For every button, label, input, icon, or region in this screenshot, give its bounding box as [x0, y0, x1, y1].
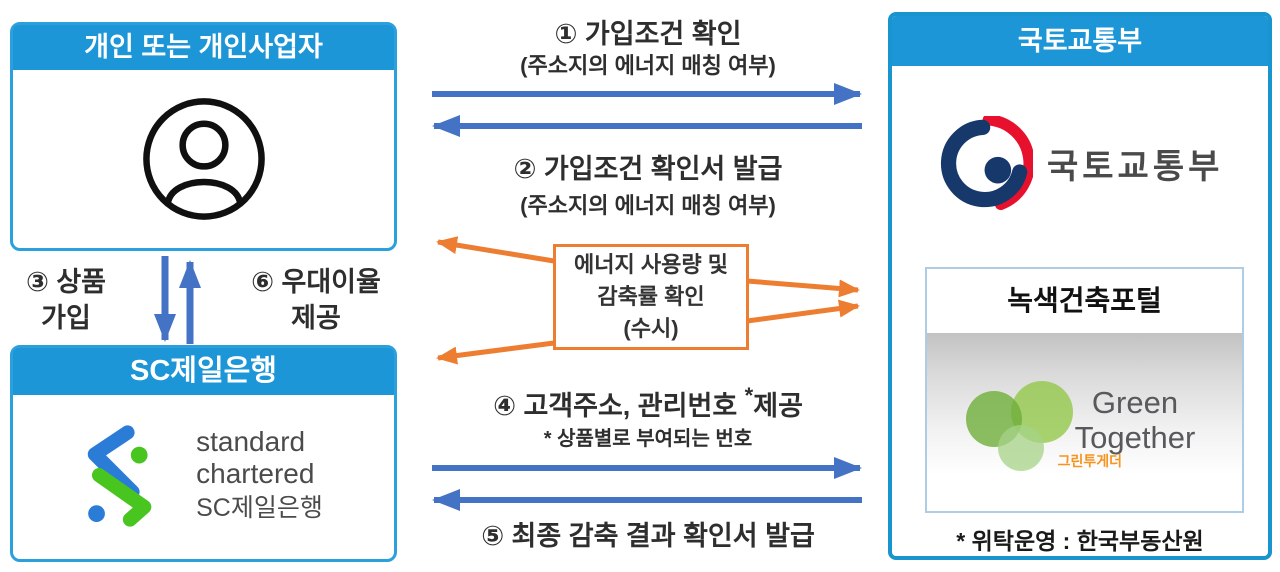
flow4-sublabel: * 상품별로 부여되는 번호 — [543, 428, 753, 450]
green-circles-icon — [966, 381, 1073, 471]
green-together-wordmark: Green Together — [1074, 385, 1196, 455]
flow1-sublabel: (주소지의 에너지 매칭 여부) — [520, 53, 776, 78]
arrow-energy-left-bottom — [436, 340, 555, 365]
arrow-energy-right-top — [746, 278, 860, 298]
molit-emblem-icon — [940, 116, 1033, 211]
flow5-label: ⑤ 최종 감축 결과 확인서 발급 — [481, 521, 815, 551]
flow1-label: ① 가입조건 확인 — [554, 19, 742, 49]
molit-box-title: 국토교통부 — [892, 16, 1268, 66]
sc-wordmark: standard chartered SC제일은행 — [196, 426, 323, 522]
portal-footnote: * 위탁운영 : 한국부동산원 — [956, 528, 1204, 554]
sc-trustmark-icon — [87, 425, 152, 527]
energy-check-box: 에너지 사용량 및 감축률 확인 (수시) — [553, 244, 749, 350]
person-icon — [142, 98, 265, 220]
flow3-label: ③ 상품 가입 — [25, 267, 107, 333]
individual-box: 개인 또는 개인사업자 — [10, 22, 397, 251]
individual-box-title: 개인 또는 개인사업자 — [13, 25, 394, 70]
flow4-label: ④ 고객주소, 관리번호 *제공 — [493, 383, 803, 421]
green-together-korean: 그린투게더 — [1057, 453, 1122, 469]
green-portal-title: 녹색건축포털 — [927, 269, 1242, 333]
flow2-sublabel: (주소지의 에너지 매칭 여부) — [520, 193, 776, 218]
sc-bank-box: SC제일은행 standard chartered SC제일은행 — [10, 345, 397, 562]
flow6-label: ⑥ 우대이율 제공 — [251, 267, 381, 333]
sc-bank-box-title: SC제일은행 — [13, 348, 394, 395]
flow2-label: ② 가입조건 확인서 발급 — [513, 154, 783, 184]
flow4-asterisk: * — [744, 383, 754, 408]
green-together-panel: Green Together 그린투게더 — [927, 333, 1242, 511]
molit-logo-row: 국토교통부 — [938, 116, 1223, 211]
molit-org-name: 국토교통부 — [1047, 148, 1224, 186]
green-portal-box: 녹색건축포털 Green Together 그린투게더 — [925, 267, 1244, 513]
arrow-energy-right-bottom — [746, 299, 860, 324]
arrow-energy-left-top — [436, 236, 555, 264]
